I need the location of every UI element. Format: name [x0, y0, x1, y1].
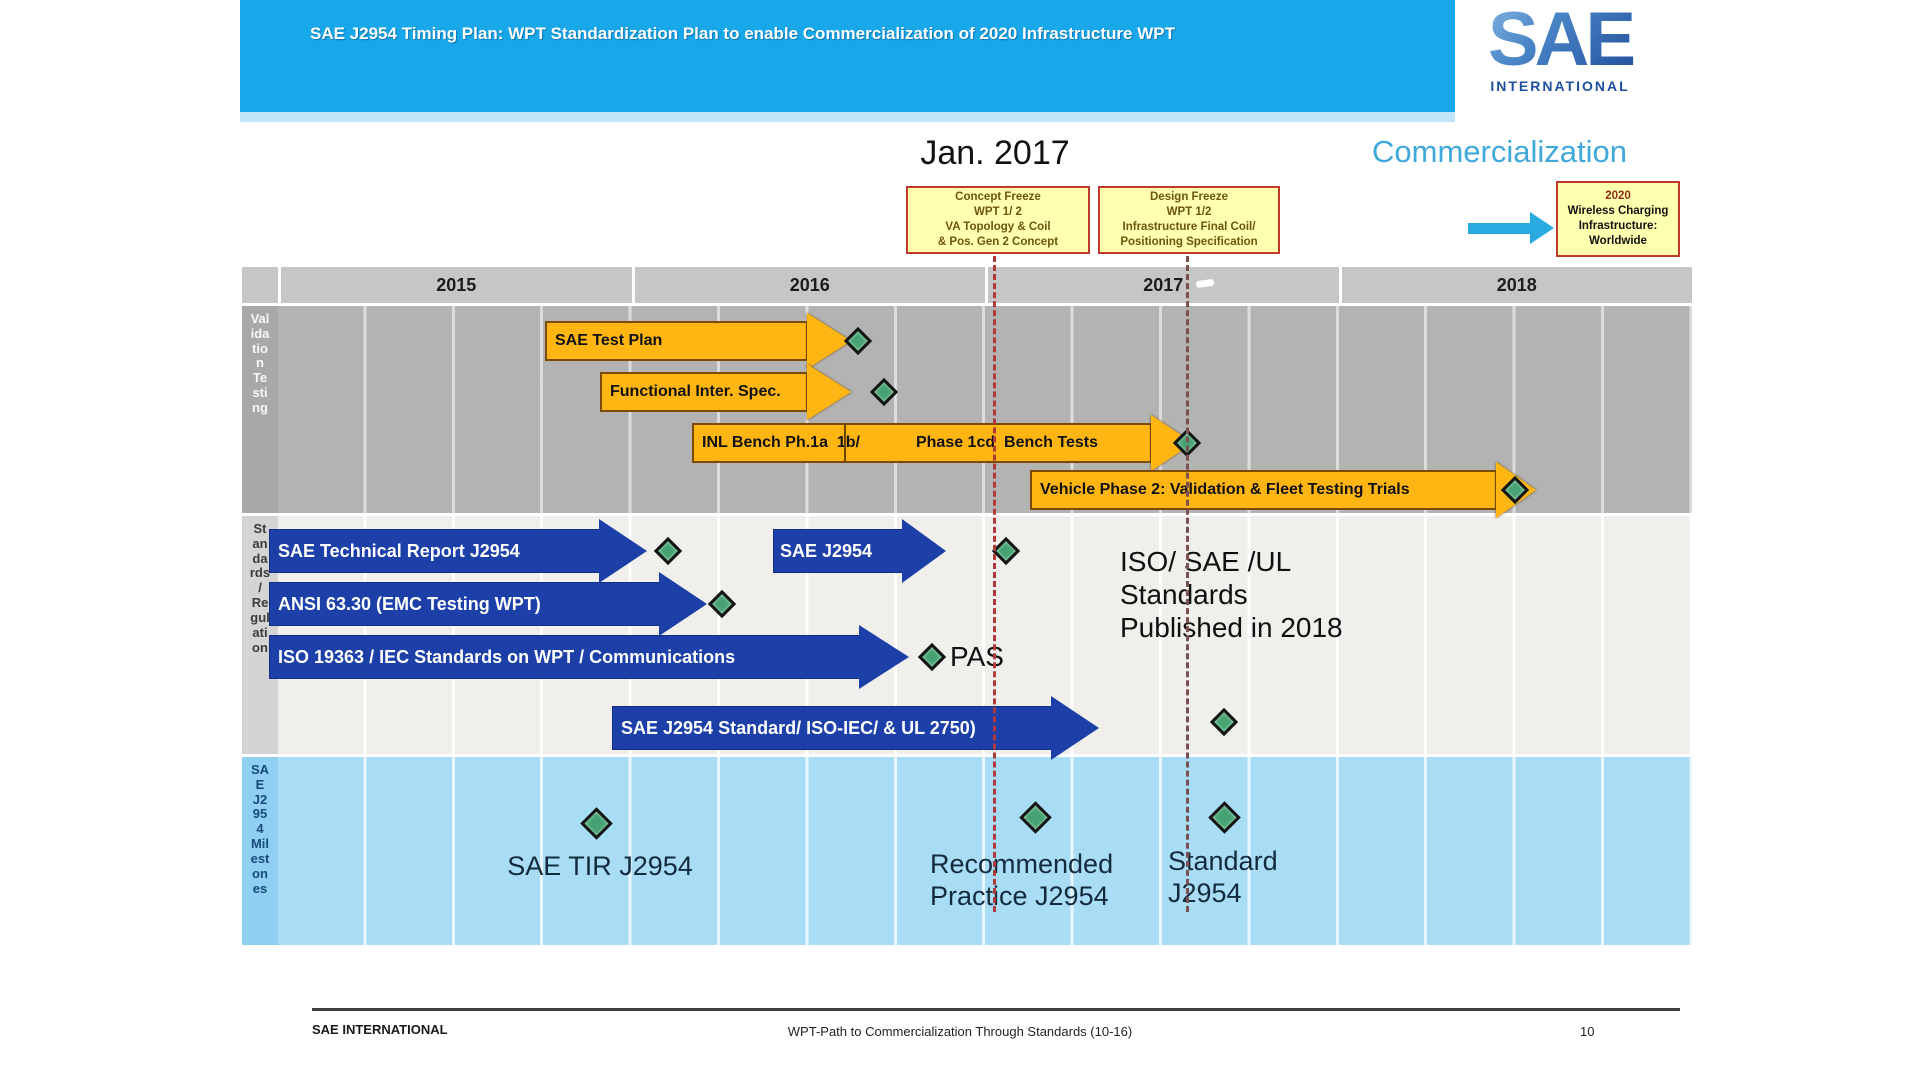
jan-2017-label: Jan. 2017: [920, 134, 1070, 172]
arrow-right-icon-tip: [1530, 212, 1554, 244]
sae-logo: SAE INTERNATIONAL: [1455, 0, 1665, 130]
phase-divider: [844, 425, 846, 461]
arrow-tip: [659, 572, 707, 636]
year-cell-2017: 2017: [988, 267, 1339, 303]
arrow-tip: [807, 313, 851, 369]
milestones-row: [278, 757, 1692, 945]
row-label-validation: Val ida tio n Te sti ng: [242, 306, 278, 513]
arrow-tip: [599, 519, 647, 583]
infrastructure-2020-callout: 2020 Wireless Charging Infrastructure: W…: [1556, 181, 1680, 257]
sae-logo-text: SAE: [1455, 0, 1665, 80]
row-label-milestones: SA E J2 95 4 Mil est on es: [242, 757, 278, 945]
footer-page-number: 10: [1580, 1024, 1595, 1039]
footer-brand: SAE INTERNATIONAL: [312, 1022, 448, 1037]
footer-doc-title: WPT-Path to Commercialization Through St…: [787, 1024, 1133, 1039]
slide-title: SAE J2954 Timing Plan: WPT Standardizati…: [310, 24, 1175, 43]
arrow-tip: [859, 625, 909, 689]
milestone-standard: Standard J2954: [1168, 846, 1278, 909]
arrow-tip: [902, 519, 946, 583]
footer-rule: [312, 1008, 1680, 1011]
sae-logo-subtitle: INTERNATIONAL: [1490, 78, 1630, 94]
inl-bench-left-label: INL Bench Ph.1a 1b/: [702, 434, 860, 451]
commercialization-label: Commercialization: [1372, 134, 1627, 169]
arrow-tip: [1051, 696, 1099, 760]
mid-2017-dashed-line: [1186, 256, 1189, 912]
inl-bench-right-label: Phase 1cd Bench Tests: [915, 434, 1098, 451]
infrastructure-2020-text: Wireless Charging Infrastructure: Worldw…: [1567, 205, 1669, 247]
title-bar-bottom-strip: [240, 112, 1455, 122]
iso-published-note: ISO/ SAE /UL Standards Published in 2018: [1120, 546, 1343, 644]
design-freeze-callout: Design Freeze WPT 1/2 Infrastructure Fin…: [1098, 186, 1280, 254]
arrow-tip: [807, 364, 851, 420]
milestone-recommended-practice: Recommended Practice J2954: [930, 849, 1114, 912]
concept-freeze-callout: Concept Freeze WPT 1/ 2 VA Topology & Co…: [906, 186, 1090, 254]
year-header-row: 2015 2016 2017 2018: [242, 267, 1692, 303]
year-cell-2018: 2018: [1341, 267, 1692, 303]
year-cell-2016: 2016: [634, 267, 985, 303]
jan-2017-dashed-line: [993, 256, 996, 912]
title-bar: [240, 0, 1455, 112]
milestone-sae-tir: SAE TIR J2954: [507, 851, 693, 881]
year-header-stub: [242, 267, 278, 303]
arrow-right-icon: [1468, 223, 1530, 234]
infrastructure-2020-year: 2020: [1605, 190, 1631, 203]
year-cell-2015: 2015: [281, 267, 632, 303]
